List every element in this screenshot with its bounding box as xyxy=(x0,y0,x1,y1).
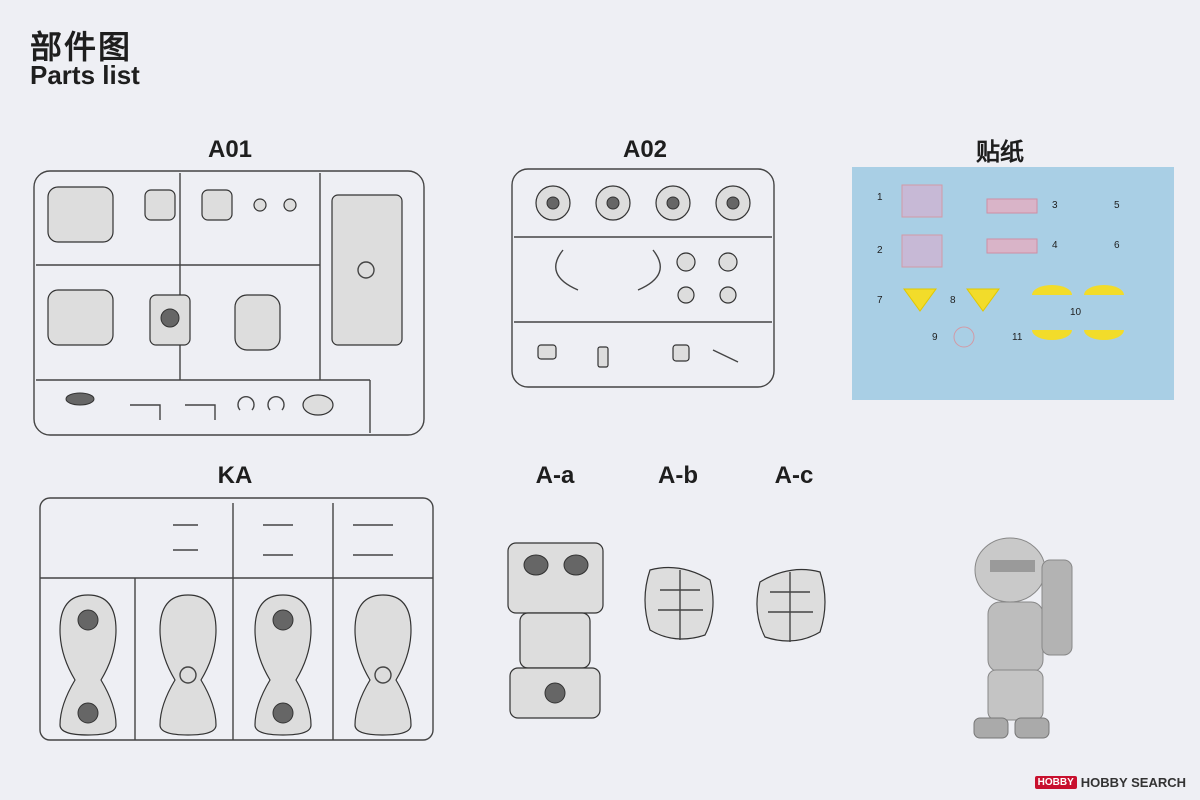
sprue-label-ka: KA xyxy=(217,462,253,489)
decal-number: 6 xyxy=(1114,240,1120,251)
decal-number: 2 xyxy=(877,245,883,256)
page-title-cn: 部件图 xyxy=(30,29,133,65)
watermark-logo: HOBBY xyxy=(1034,776,1077,789)
watermark-text: HOBBY SEARCH xyxy=(1080,775,1186,790)
sprue-a01-drawing xyxy=(33,170,425,436)
part-label-ac: A-c xyxy=(774,462,814,489)
decal-number: 7 xyxy=(877,295,883,306)
part-label-aa: A-a xyxy=(535,462,575,489)
assembled-figure-image xyxy=(973,537,1073,739)
decal-number: 3 xyxy=(1052,200,1058,211)
sprue-a02-drawing xyxy=(511,168,775,388)
decal-number: 4 xyxy=(1052,240,1058,251)
sprue-label-a02: A02 xyxy=(622,136,668,163)
decal-number: 1 xyxy=(877,192,883,203)
watermark: HOBBY HOBBY SEARCH xyxy=(1034,775,1186,790)
decal-number: 9 xyxy=(932,332,938,343)
part-aa-drawing xyxy=(507,542,604,719)
sprue-label-a01: A01 xyxy=(207,136,253,163)
decal-number: 10 xyxy=(1070,307,1082,318)
sprue-label-decal: 贴纸 xyxy=(976,139,1024,166)
part-ac-drawing xyxy=(756,568,826,642)
part-ab-drawing xyxy=(644,566,714,640)
part-label-ab: A-b xyxy=(658,462,698,489)
decal-number: 11 xyxy=(1012,332,1023,343)
decal-number: 5 xyxy=(1114,200,1120,211)
decal-number: 8 xyxy=(950,295,956,306)
sprue-ka-drawing xyxy=(39,497,434,741)
decal-sheet: 1 2 3 4 5 6 7 8 9 10 11 xyxy=(852,167,1174,400)
page-title-en: Parts list xyxy=(30,60,140,90)
